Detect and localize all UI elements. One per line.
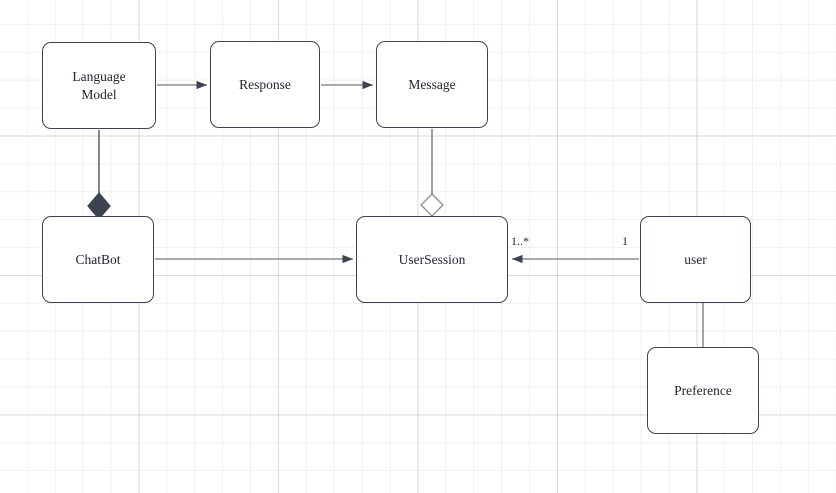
- node-response-label: Response: [239, 76, 291, 92]
- edge-label-multiplicity-session-side: 1..*: [511, 234, 529, 248]
- hollow-diamond-marker: [420, 193, 444, 217]
- edge-label-multiplicity-user-side: 1: [622, 234, 628, 248]
- node-message-label: Message: [408, 76, 456, 92]
- node-user-label: user: [684, 251, 707, 267]
- edge-language-model-to-chatbot: [87, 130, 111, 220]
- node-preference-label: Preference: [674, 382, 732, 398]
- node-chatbot[interactable]: ChatBot: [42, 216, 154, 303]
- node-language-model-label: Language Model: [72, 68, 126, 102]
- node-message[interactable]: Message: [376, 41, 488, 128]
- node-chatbot-label: ChatBot: [75, 251, 121, 267]
- node-language-model[interactable]: Language Model: [42, 42, 156, 129]
- node-usersession[interactable]: UserSession: [356, 216, 508, 303]
- edge-message-to-usersession: [420, 129, 444, 217]
- node-user[interactable]: user: [640, 216, 751, 303]
- node-response[interactable]: Response: [210, 41, 320, 128]
- node-preference[interactable]: Preference: [647, 347, 759, 434]
- node-usersession-label: UserSession: [398, 251, 466, 267]
